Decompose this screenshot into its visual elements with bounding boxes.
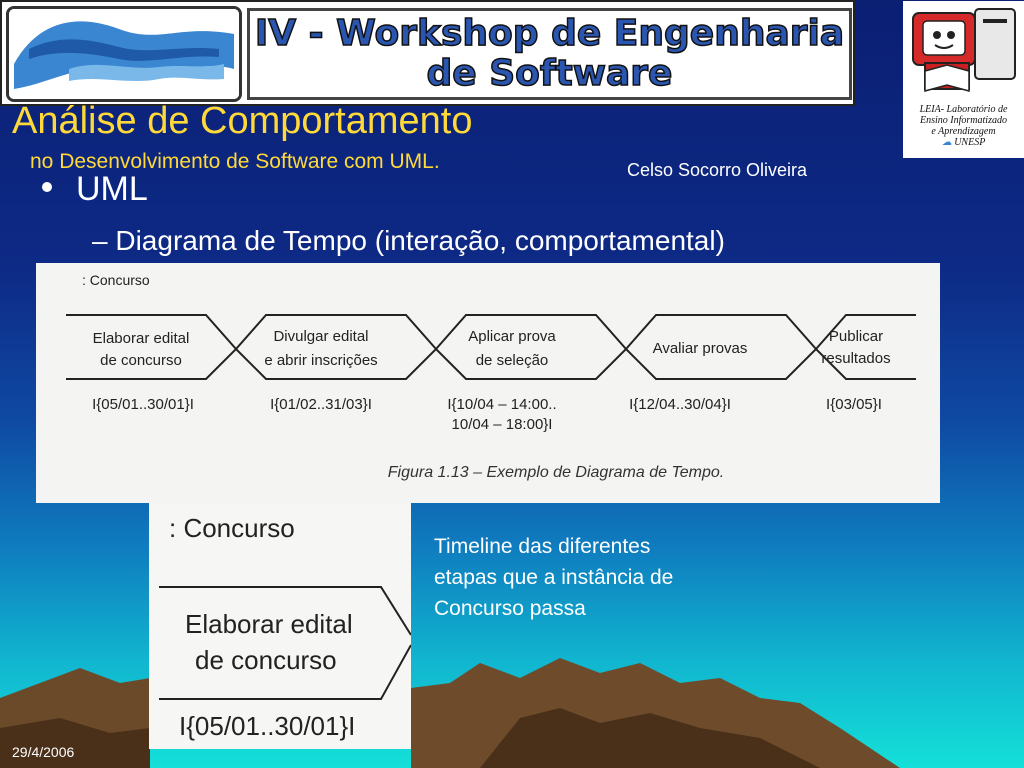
workshop-banner: IV - Workshop de Engenharia de Software — [0, 0, 855, 106]
wave-logo-icon — [9, 9, 239, 99]
timeline-caption: Timeline das diferentes etapas que a ins… — [434, 535, 674, 620]
stage-1-line2: de concurso — [100, 352, 182, 369]
zoom-time: I{05/01..30/01}I — [179, 711, 355, 741]
banner-title-line2: de Software — [426, 53, 673, 95]
zoom-lifeline-label: : Concurso — [169, 513, 295, 543]
leia-line4: ☁ UNESP — [941, 137, 986, 148]
stage-3-time: I{10/04 – 14:00.. — [447, 396, 556, 413]
bullet-text: UML — [76, 170, 148, 208]
bullet-dot-icon — [42, 182, 52, 193]
workshop-logo — [6, 6, 242, 102]
stage-1-line1: Elaborar edital — [93, 330, 190, 347]
stage-3-time-2: 10/04 – 18:00}I — [452, 416, 553, 433]
zoom-line2: de concurso — [195, 645, 337, 675]
stage-4-line1: Avaliar provas — [653, 340, 748, 357]
banner-title: IV - Workshop de Engenharia de Software — [247, 8, 852, 100]
zoomed-detail-svg: : Concurso Elaborar edital de concurso I… — [159, 513, 411, 741]
computer-mascot-icon — [912, 8, 1016, 92]
figure-caption: Figura 1.13 – Exemplo de Diagrama de Tem… — [388, 464, 724, 481]
stage-3-line1: Aplicar prova — [468, 328, 556, 345]
mountain-landscape — [0, 658, 900, 768]
stage-1-time: I{05/01..30/01}I — [92, 396, 194, 413]
sub-bullet-item: – Diagrama de Tempo (interação, comporta… — [92, 225, 725, 257]
zoom-line1: Elaborar edital — [185, 609, 353, 639]
leia-caption: LEIA- Laboratório de Ensino Informatizad… — [903, 104, 1024, 148]
leia-line1: LEIA- Laboratório de — [919, 104, 1008, 115]
zoomed-detail: : Concurso Elaborar edital de concurso I… — [149, 503, 411, 749]
stage-2-line2: e abrir inscrições — [264, 352, 377, 369]
timing-diagram: : Concurso Elaborar edital de concurso D… — [36, 263, 940, 503]
diagram-lifeline-label: : Concurso — [82, 272, 150, 288]
slide-subtitle: no Desenvolvimento de Software com UML. — [30, 150, 440, 173]
stage-5-line2: resultados — [821, 350, 890, 367]
stage-2-time: I{01/02..31/03}I — [270, 396, 372, 413]
leia-line3: e Aprendizagem — [931, 126, 996, 137]
stage-3-line2: de seleção — [476, 352, 549, 369]
timing-diagram-svg: : Concurso Elaborar edital de concurso D… — [66, 272, 916, 481]
bullet-item: UML — [42, 170, 148, 209]
author-name: Celso Socorro Oliveira — [627, 160, 808, 180]
stage-5-line1: Publicar — [829, 328, 883, 345]
slide-date: 29/4/2006 — [12, 744, 75, 760]
leia-unesp: UNESP — [954, 137, 986, 148]
sub-bullet-text: Diagrama de Tempo (interação, comportame… — [115, 225, 725, 256]
stage-2-line1: Divulgar edital — [273, 328, 368, 345]
leia-logo: LEIA- Laboratório de Ensino Informatizad… — [903, 1, 1024, 158]
stage-4-time: I{12/04..30/04}I — [629, 396, 731, 413]
banner-title-line1: IV - Workshop de Engenharia — [254, 13, 845, 55]
dash-icon: – — [92, 225, 116, 256]
stage-5-time: I{03/05}I — [826, 396, 882, 413]
slide-title: Análise de Comportamento — [12, 100, 473, 142]
leia-line2: Ensino Informatizado — [920, 115, 1007, 126]
